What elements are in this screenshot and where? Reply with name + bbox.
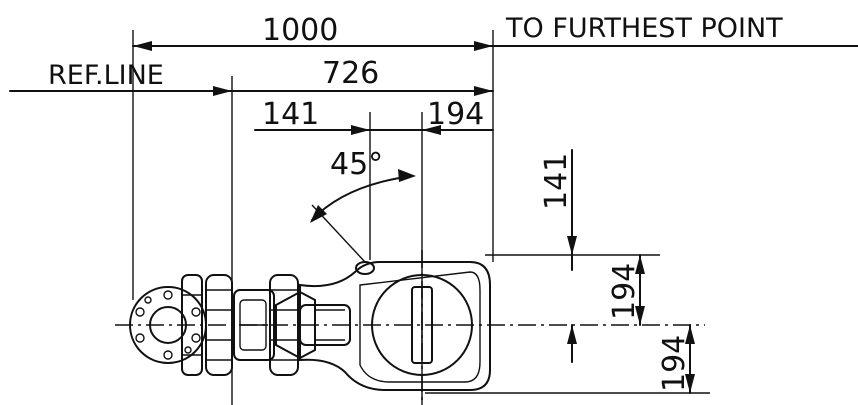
dimension-141-label: 141 <box>262 97 319 132</box>
dimension-to-furthest-point: TO FURTHEST POINT <box>492 13 858 47</box>
dimension-1000-label: 1000 <box>262 13 338 48</box>
dimension-194-label: 194 <box>427 97 484 132</box>
base-cylinders <box>181 274 233 376</box>
to-furthest-point-label: TO FURTHEST POINT <box>505 13 783 44</box>
dimension-194-vertical-upper: 194 <box>485 254 660 326</box>
dimension-194-vertical-lower: 194 <box>425 324 710 394</box>
dimension-141-194-horizontal: 141 194 <box>254 97 494 135</box>
dimension-194-vertical-lower-label: 194 <box>657 335 692 392</box>
angle-45: 45° <box>310 147 416 263</box>
dimension-726-label: 726 <box>322 56 379 91</box>
ref-line: REF.LINE 726 <box>9 56 494 96</box>
angle-label: 45° <box>330 147 383 182</box>
dimension-141-vertical-label: 141 <box>539 153 574 210</box>
dimension-194-vertical-upper-label: 194 <box>607 263 642 320</box>
dimension-141-vertical: 141 <box>539 149 577 363</box>
dimension-1000: 1000 <box>132 13 494 51</box>
upper-arm-housing <box>299 261 491 391</box>
ref-line-label: REF.LINE <box>48 60 164 91</box>
